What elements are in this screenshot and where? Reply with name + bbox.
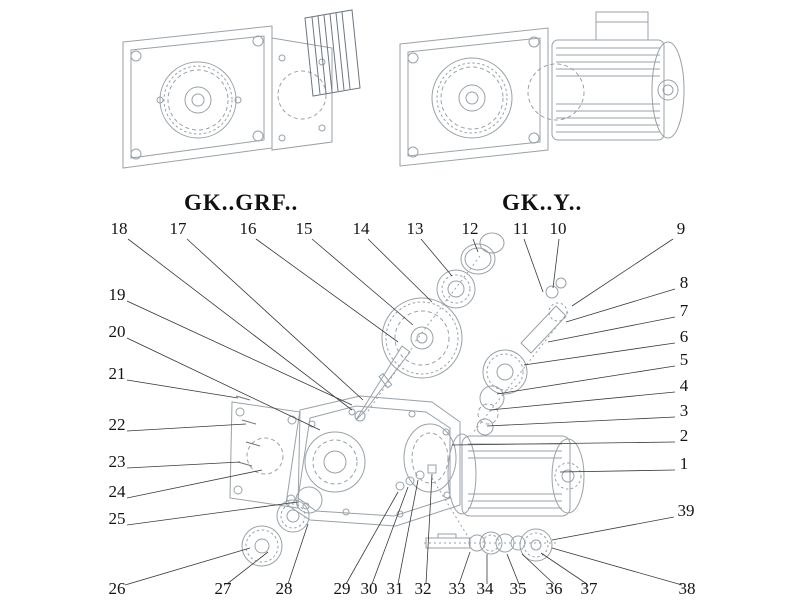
callout-number-20: 20: [109, 322, 126, 341]
bottom-shaft-assembly: [424, 528, 558, 562]
callout-number-18: 18: [111, 219, 128, 238]
motor-drawing: [447, 433, 585, 517]
leader-line-24: [126, 469, 263, 499]
leader-line-31: [397, 479, 419, 585]
callout-number-1: 1: [680, 454, 689, 473]
leader-line-36: [521, 553, 555, 585]
callout-number-27: 27: [215, 579, 233, 598]
leader-line-15: [311, 238, 414, 326]
leader-line-23: [126, 461, 241, 469]
leader-line-13: [420, 238, 453, 277]
output-gear-and-bearing: [241, 486, 323, 567]
leader-line-28: [287, 523, 309, 585]
callout-number-32: 32: [415, 579, 432, 598]
leader-line-26: [124, 547, 251, 586]
leader-line-29: [345, 491, 399, 585]
leader-line-39: [551, 516, 675, 541]
callout-number-12: 12: [462, 219, 479, 238]
leader-line-32: [425, 473, 433, 585]
leader-line-9: [571, 238, 674, 307]
gear-housing: [285, 395, 461, 527]
callout-number-7: 7: [680, 301, 689, 320]
callout-number-17: 17: [170, 219, 188, 238]
leader-line-33: [458, 551, 471, 585]
callout-number-24: 24: [109, 482, 127, 501]
leader-line-12: [472, 238, 479, 253]
input-shaft: [355, 345, 411, 421]
gearbox-y-drawing: [399, 11, 685, 167]
large-gear: [381, 297, 463, 379]
callout-number-23: 23: [109, 452, 126, 471]
callout-number-15: 15: [296, 219, 313, 238]
leader-line-30: [371, 486, 409, 585]
leader-line-11: [523, 238, 544, 293]
callout-number-14: 14: [353, 219, 371, 238]
leader-line-20: [126, 337, 321, 431]
leader-line-3: [486, 416, 676, 427]
leader-line-4: [489, 391, 676, 411]
callout-number-16: 16: [240, 219, 257, 238]
leader-line-35: [506, 553, 520, 585]
variant-title-gk-y: GK..Y..: [502, 190, 583, 215]
callout-number-33: 33: [449, 579, 466, 598]
callout-number-22: 22: [109, 415, 126, 434]
callout-number-35: 35: [510, 579, 527, 598]
callout-number-28: 28: [276, 579, 293, 598]
leader-line-37: [540, 552, 588, 585]
leader-line-19: [126, 300, 353, 406]
callout-number-3: 3: [680, 401, 689, 420]
callout-number-8: 8: [680, 273, 689, 292]
callout-number-21: 21: [109, 364, 126, 383]
callout-number-30: 30: [361, 579, 378, 598]
cover-plate-and-screws: [229, 395, 301, 509]
callout-number-39: 39: [678, 501, 695, 520]
leader-line-22: [126, 423, 247, 432]
callout-number-25: 25: [109, 509, 126, 528]
leader-line-18: [127, 238, 353, 411]
leader-line-1: [559, 469, 676, 473]
variant-title-gk-grf: GK..GRF..: [184, 190, 299, 215]
leader-line-21: [126, 379, 239, 399]
callout-number-10: 10: [550, 219, 567, 238]
gearbox-grf-drawing: [122, 9, 361, 169]
callout-number-37: 37: [581, 579, 599, 598]
callout-number-36: 36: [546, 579, 563, 598]
coupling-parts: [395, 464, 437, 491]
leader-line-38: [551, 547, 683, 586]
leader-line-5: [496, 365, 676, 395]
callout-number-4: 4: [680, 376, 689, 395]
leader-line-2: [451, 441, 676, 446]
leader-line-8: [565, 288, 676, 323]
callout-number-13: 13: [407, 219, 424, 238]
upper-bearing-and-rings: [436, 232, 505, 309]
leader-line-6: [523, 342, 676, 366]
leader-line-10: [552, 238, 560, 289]
callout-number-31: 31: [387, 579, 404, 598]
leader-line-17: [186, 238, 364, 401]
callout-number-9: 9: [677, 219, 686, 238]
leader-line-27: [226, 551, 269, 585]
bevel-pinion-assembly: [476, 277, 568, 436]
callout-number-19: 19: [109, 285, 126, 304]
callout-number-5: 5: [680, 350, 689, 369]
callout-number-34: 34: [477, 579, 495, 598]
callout-number-6: 6: [680, 327, 689, 346]
leader-line-16: [255, 238, 399, 343]
callout-number-26: 26: [109, 579, 126, 598]
leader-line-7: [547, 316, 676, 343]
callout-number-11: 11: [513, 219, 529, 238]
callout-number-38: 38: [679, 579, 696, 598]
leader-line-14: [367, 238, 433, 303]
callout-number-29: 29: [334, 579, 351, 598]
leader-line-25: [126, 501, 299, 526]
callout-number-2: 2: [680, 426, 689, 445]
exploded-view-drawing: [229, 232, 585, 567]
